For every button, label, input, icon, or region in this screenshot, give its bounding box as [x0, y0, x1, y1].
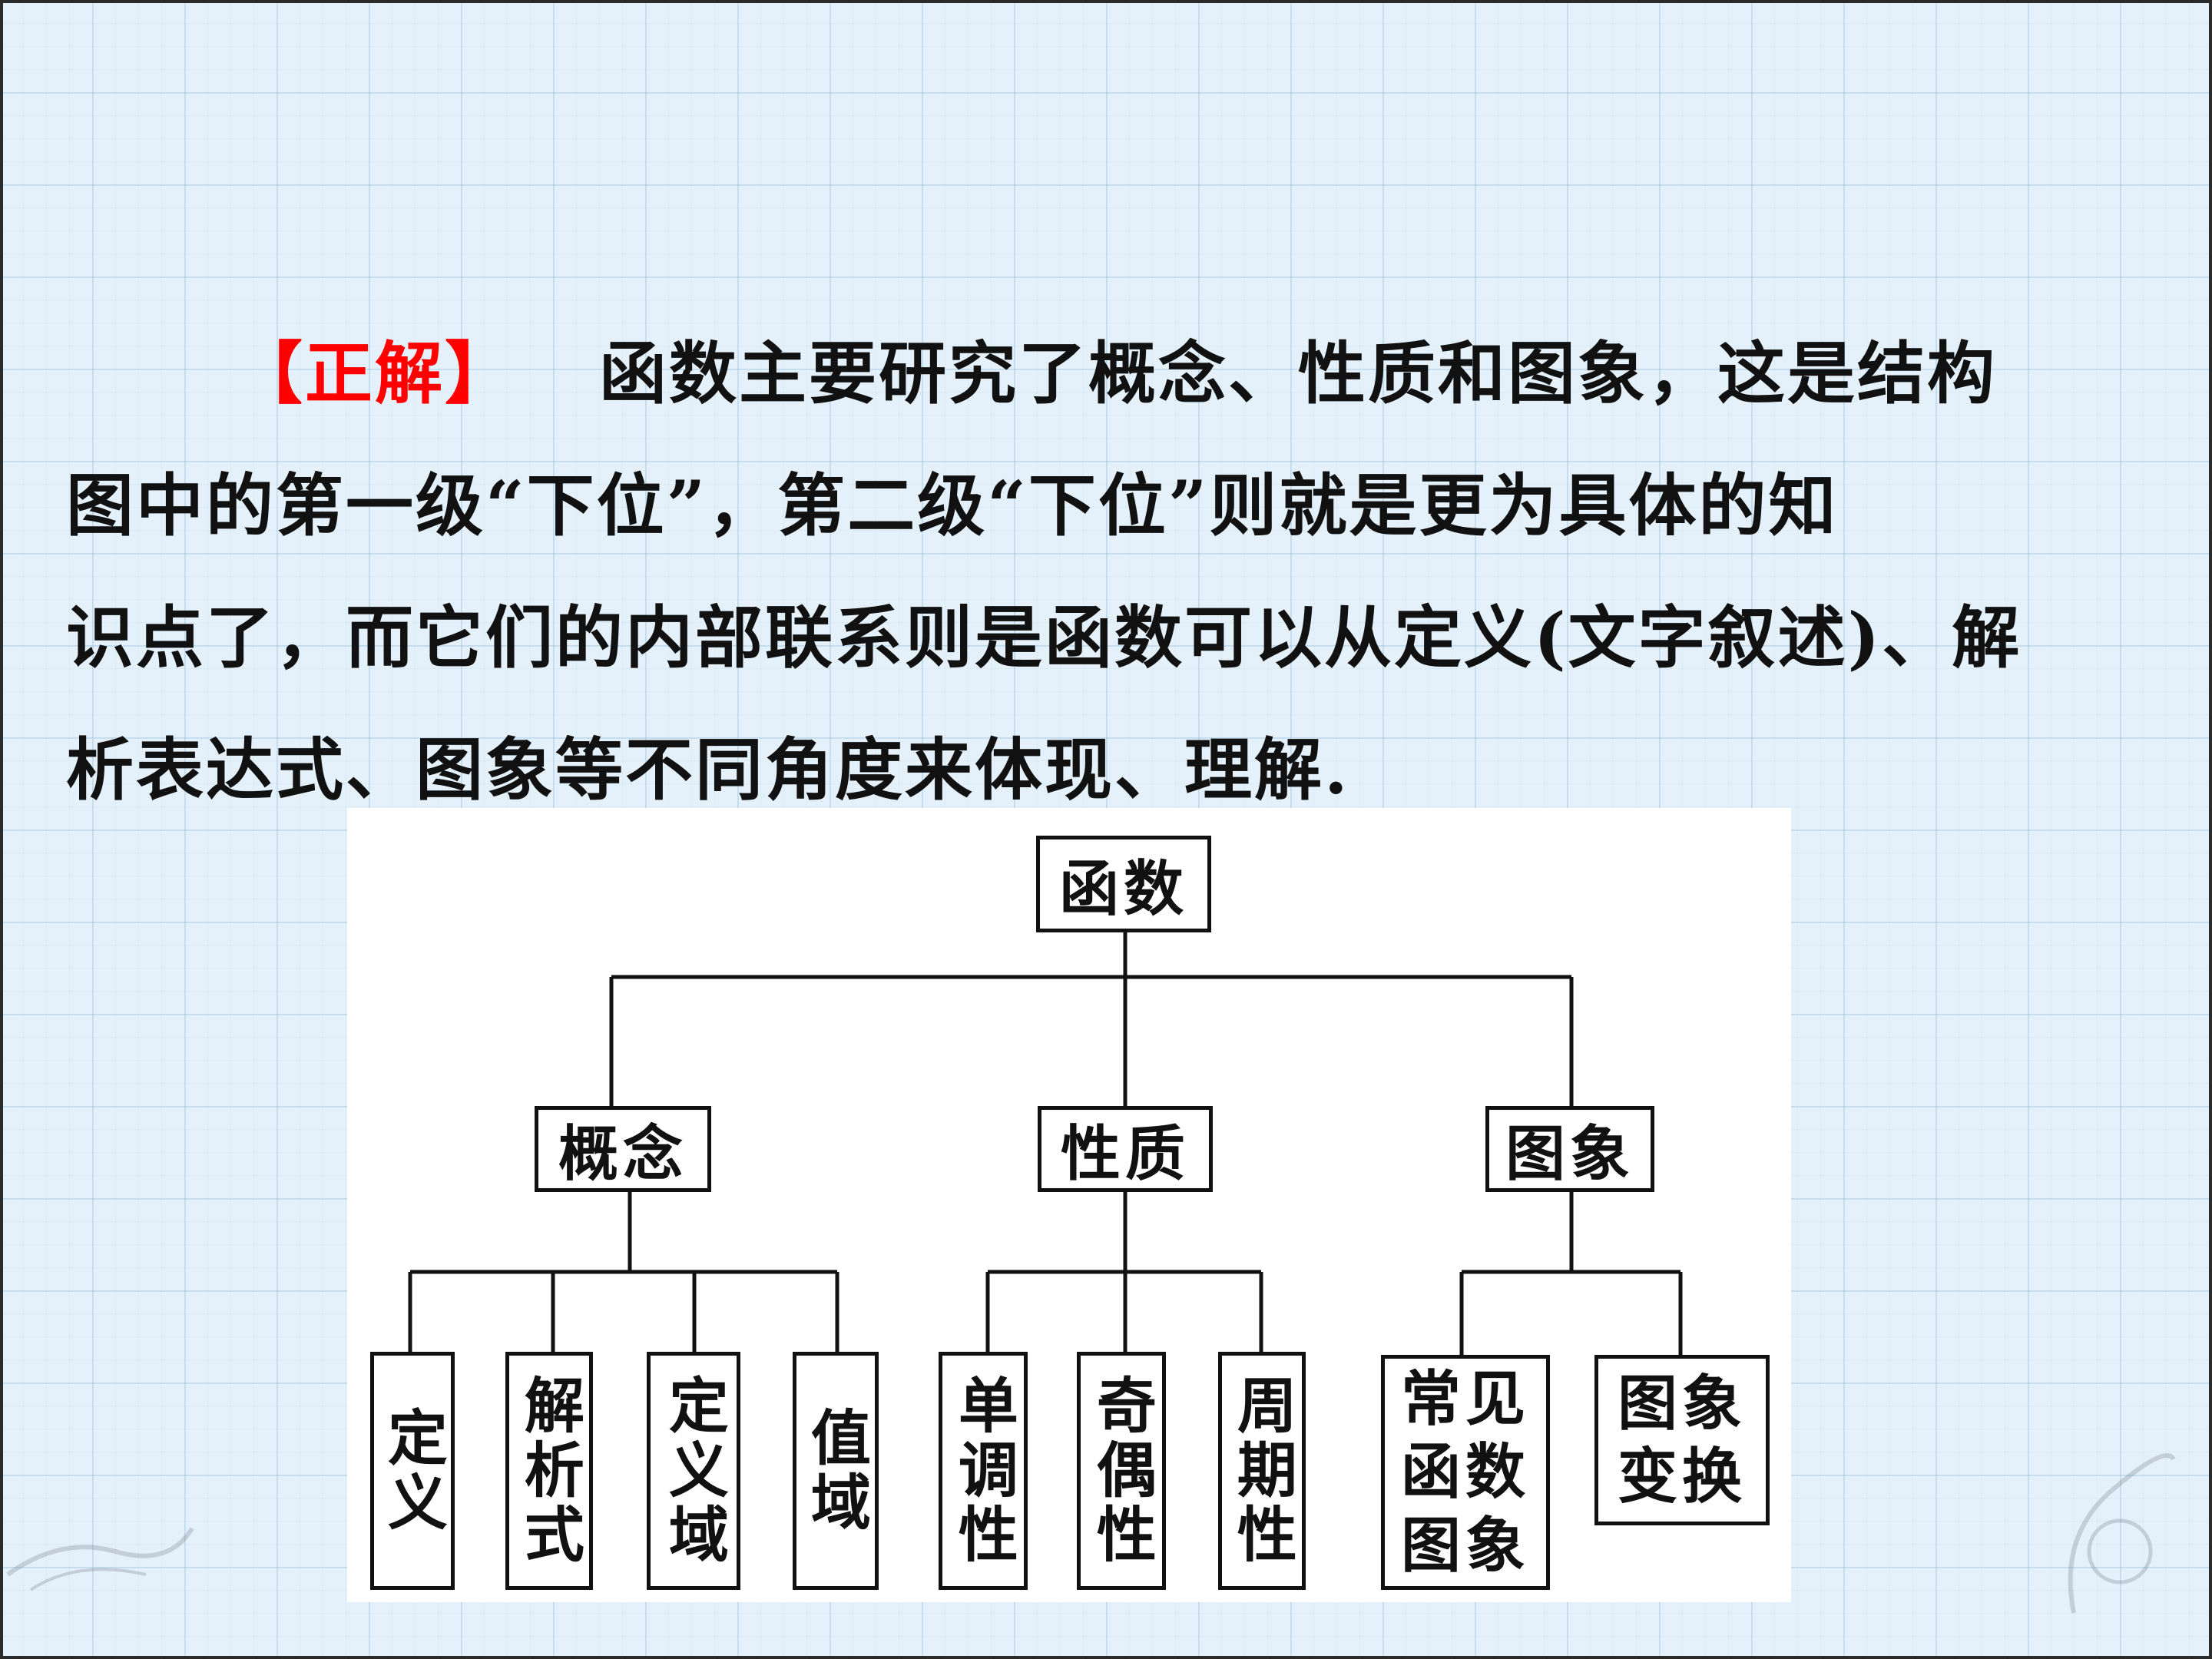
node-range: 值域 — [793, 1352, 879, 1590]
node-root: 函数 — [1036, 836, 1211, 932]
diagram-connectors — [408, 931, 1683, 1355]
node-common-function-graphs: 常见 函数 图象 — [1381, 1355, 1550, 1590]
paragraph-line-2: 图中的第一级“下位”，第二级“下位”则就是更为具体的知 — [66, 465, 1839, 545]
solution-paragraph: 【正解】 函数主要研究了概念、性质和图象，这是结构 图中的第一级“下位”，第二级“… — [66, 307, 2155, 836]
decorative-sketch-right — [2068, 1453, 2176, 1614]
node-analytic-expression-label: 解析式 — [514, 1374, 584, 1568]
paragraph-line-1: 【正解】 函数主要研究了概念、性质和图象，这是结构 — [66, 307, 2155, 439]
node-parity: 奇偶性 — [1077, 1352, 1166, 1590]
solution-tag: 【正解】 — [235, 333, 515, 413]
decorative-sketch-left — [6, 1527, 194, 1591]
node-analytic-expression: 解析式 — [505, 1352, 593, 1590]
paragraph-text-1: 函数主要研究了概念、性质和图象，这是结构 — [599, 333, 1998, 413]
node-graph: 图象 — [1485, 1106, 1654, 1192]
node-definition: 定义 — [370, 1352, 455, 1590]
node-domain: 定义域 — [647, 1352, 740, 1590]
node-property: 性质 — [1038, 1106, 1213, 1192]
node-monotonicity-label: 单调性 — [948, 1374, 1018, 1568]
function-structure-diagram: 函数 概念 性质 图象 定义 解析式 定义域 值域 单调性 奇偶性 周期性 常见… — [347, 808, 1791, 1602]
node-definition-label: 定义 — [377, 1406, 448, 1535]
node-graph-transformation: 图象 变换 — [1594, 1355, 1770, 1525]
paragraph-line-3: 识点了，而它们的内部联系则是函数可以从定义(文字叙述)、解 — [66, 598, 2022, 677]
node-domain-label: 定义域 — [658, 1374, 729, 1568]
node-periodicity: 周期性 — [1218, 1352, 1306, 1590]
node-range-label: 值域 — [800, 1406, 871, 1535]
node-monotonicity: 单调性 — [939, 1352, 1028, 1590]
node-periodicity-label: 周期性 — [1227, 1374, 1297, 1568]
paragraph-line-4: 析表达式、图象等不同角度来体现、理解. — [66, 730, 1350, 810]
node-concept: 概念 — [535, 1106, 711, 1192]
node-parity-label: 奇偶性 — [1086, 1374, 1157, 1568]
